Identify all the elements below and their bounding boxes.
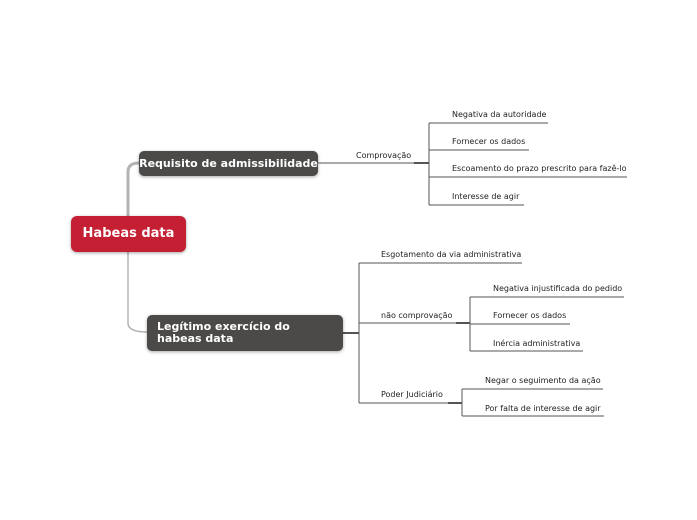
leaf-inercia-administrativa[interactable]: Inércia administrativa [493,339,581,348]
leaf-falta-interesse[interactable]: Por falta de interesse de agir [485,404,601,413]
topic-comprovacao[interactable]: Comprovação [356,151,412,160]
leaf-escoamento-prazo[interactable]: Escoamento do prazo prescrito para fazê-… [452,164,627,173]
topic-poder-judiciario[interactable]: Poder Judiciário [381,390,443,399]
trunk-to-branch1 [126,161,140,216]
leaf-negar-seguimento[interactable]: Negar o seguimento da ação [485,376,601,385]
branch-legitimo-exercicio[interactable]: Legítimo exercício do habeas data [147,315,343,351]
leaf-negativa-injustificada[interactable]: Negativa injustificada do pedido [493,284,623,293]
leaf-negativa-autoridade[interactable]: Negativa da autoridade [452,110,547,119]
topic-nao-comprovacao[interactable]: não comprovação [381,311,453,320]
leaf-fornecer-dados[interactable]: Fornecer os dados [452,137,526,146]
leaf-interesse-agir[interactable]: Interesse de agir [452,192,520,201]
trunk-to-branch2 [127,252,148,333]
leaf-fornecer-dados-2[interactable]: Fornecer os dados [493,311,567,320]
branch-requisito-admissibilidade[interactable]: Requisito de admissibilidade [139,151,318,176]
root-node-habeas-data[interactable]: Habeas data [71,216,186,252]
topic-esgotamento-via[interactable]: Esgotamento da via administrativa [381,250,522,259]
